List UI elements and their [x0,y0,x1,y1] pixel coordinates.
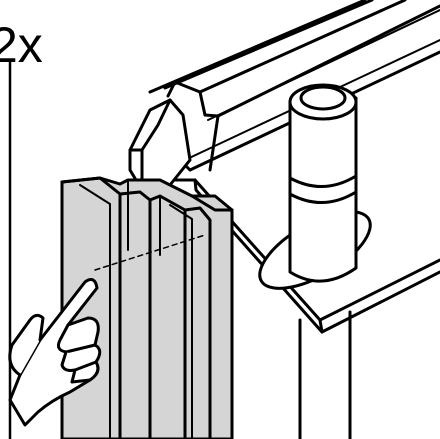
pointing-hand-icon [8,278,102,427]
quantity-label: 2x [0,17,43,73]
cylinder-pin [288,83,358,439]
latch-clip [128,98,192,192]
alignment-dashed-line [94,234,206,271]
aluminum-profile [60,176,234,439]
